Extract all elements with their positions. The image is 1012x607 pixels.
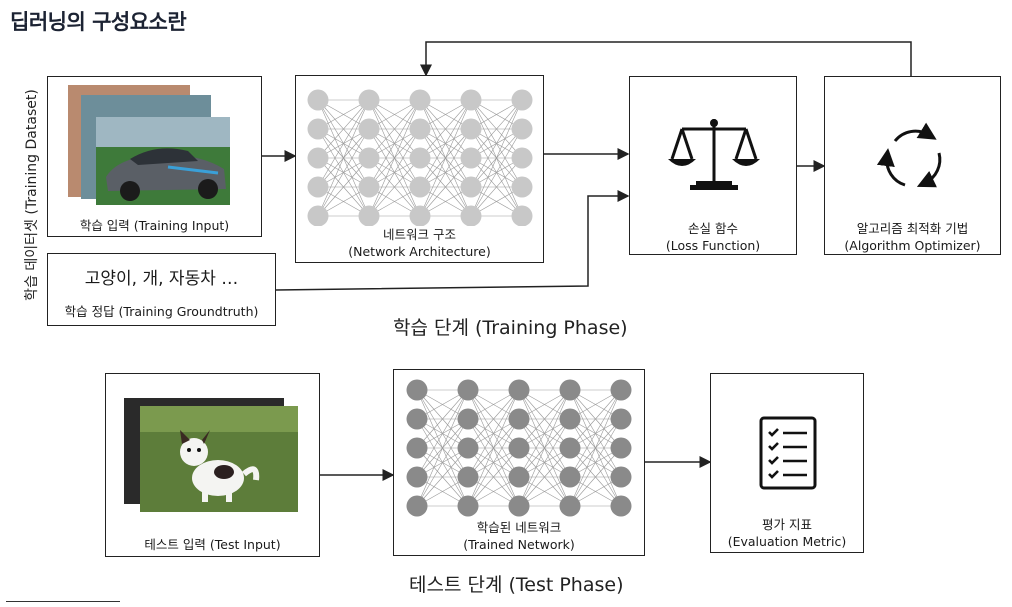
optimizer-caption-ko: 알고리즘 최적화 기법 — [825, 220, 1000, 237]
network-node — [611, 380, 632, 401]
test-phase-label: 테스트 단계 (Test Phase) — [409, 570, 624, 597]
network-node — [458, 496, 479, 517]
trained-network-graph — [394, 370, 646, 520]
network-node — [461, 90, 482, 111]
groundtruth-labels: 고양이, 개, 자동차 … — [48, 264, 275, 289]
network-node — [359, 206, 380, 227]
network-node — [509, 467, 530, 488]
network-node — [359, 177, 380, 198]
evaluation-metric-box: 평가 지표 (Evaluation Metric) — [710, 373, 864, 553]
test-input-caption: 테스트 입력 (Test Input) — [106, 536, 319, 553]
network-node — [458, 438, 479, 459]
network-node — [461, 177, 482, 198]
network-node — [461, 148, 482, 169]
network-node — [560, 496, 581, 517]
network-node — [512, 206, 533, 227]
optimizer-caption-en: (Algorithm Optimizer) — [825, 237, 1000, 254]
loss-caption-ko: 손실 함수 — [630, 220, 796, 237]
network-node — [410, 119, 431, 140]
network-node — [407, 496, 428, 517]
network-architecture-box: 네트워크 구조 (Network Architecture) — [295, 75, 544, 263]
network-caption-en: (Network Architecture) — [296, 243, 543, 260]
trained-network-caption-en: (Trained Network) — [394, 536, 644, 553]
test-input-box: 테스트 입력 (Test Input) — [105, 373, 320, 557]
network-node — [509, 380, 530, 401]
loss-function-box: 손실 함수 (Loss Function) — [629, 76, 797, 255]
network-node — [509, 496, 530, 517]
training-input-caption: 학습 입력 (Training Input) — [48, 217, 261, 234]
optimizer-box: 알고리즘 최적화 기법 (Algorithm Optimizer) — [824, 76, 1001, 255]
network-node — [461, 206, 482, 227]
network-node — [611, 467, 632, 488]
network-node — [407, 380, 428, 401]
network-node — [407, 409, 428, 430]
network-node — [458, 409, 479, 430]
loss-caption-en: (Loss Function) — [630, 237, 796, 254]
footer-divider — [6, 601, 120, 602]
network-node — [359, 148, 380, 169]
network-node — [308, 119, 329, 140]
network-node — [410, 90, 431, 111]
network-caption-ko: 네트워크 구조 — [296, 226, 543, 243]
network-node — [359, 119, 380, 140]
trained-network-box: 학습된 네트워크 (Trained Network) — [393, 369, 645, 556]
untrained-network-graph — [296, 76, 545, 226]
network-node — [560, 380, 581, 401]
training-input-box: 학습 입력 (Training Input) — [47, 76, 262, 237]
network-node — [458, 467, 479, 488]
network-node — [308, 90, 329, 111]
network-node — [407, 438, 428, 459]
network-node — [512, 90, 533, 111]
training-groundtruth-box: 고양이, 개, 자동차 … 학습 정답 (Training Groundtrut… — [47, 253, 276, 326]
network-node — [458, 380, 479, 401]
network-node — [560, 467, 581, 488]
network-node — [512, 177, 533, 198]
dog-image-stack — [106, 374, 321, 524]
network-node — [611, 496, 632, 517]
training-groundtruth-caption: 학습 정답 (Training Groundtruth) — [48, 303, 275, 320]
network-node — [611, 409, 632, 430]
network-node — [410, 148, 431, 169]
network-node — [461, 119, 482, 140]
metric-caption-ko: 평가 지표 — [711, 516, 863, 533]
network-node — [410, 206, 431, 227]
trained-network-caption-ko: 학습된 네트워크 — [394, 519, 644, 536]
network-node — [560, 409, 581, 430]
network-node — [308, 148, 329, 169]
checklist-icon — [711, 374, 865, 514]
network-node — [512, 119, 533, 140]
metric-caption-en: (Evaluation Metric) — [711, 533, 863, 550]
network-node — [308, 177, 329, 198]
network-node — [611, 438, 632, 459]
car-image-stack — [48, 77, 263, 238]
training-phase-label: 학습 단계 (Training Phase) — [393, 313, 628, 340]
network-node — [410, 177, 431, 198]
arrow-feedback-to-network — [426, 42, 911, 76]
network-node — [509, 438, 530, 459]
network-node — [512, 148, 533, 169]
balance-scale-icon — [630, 77, 798, 217]
network-node — [560, 438, 581, 459]
cycle-arrows-icon — [825, 77, 1002, 217]
network-node — [509, 409, 530, 430]
network-node — [407, 467, 428, 488]
network-node — [359, 90, 380, 111]
network-node — [308, 206, 329, 227]
